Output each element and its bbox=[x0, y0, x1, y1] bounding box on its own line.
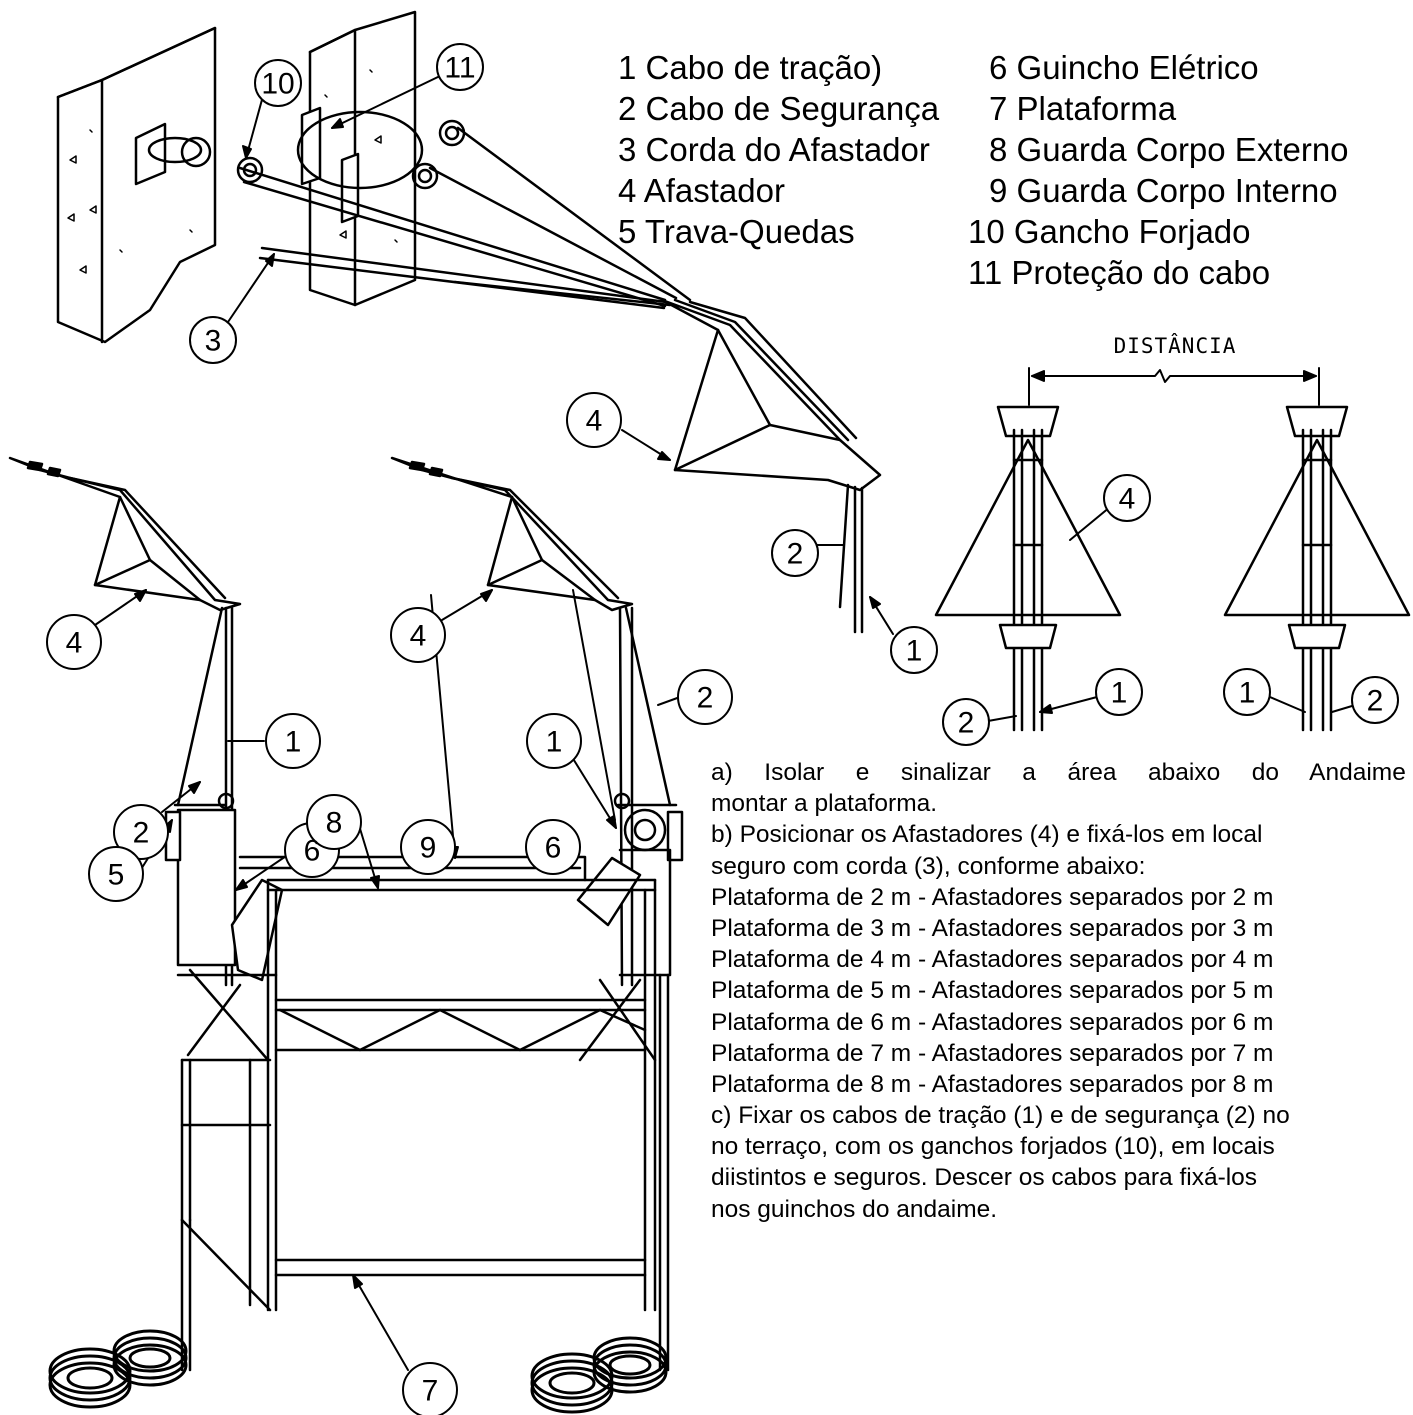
legend-item-4: 4 Afastador bbox=[618, 172, 785, 209]
callout-2-right: 2 bbox=[697, 682, 714, 715]
front-outrigger-right bbox=[1223, 405, 1411, 732]
callout-6-right: 6 bbox=[545, 832, 562, 865]
instruction-b-line2: seguro com corda (3), conforme abaixo: bbox=[711, 852, 1146, 880]
callout-2-top: 2 bbox=[787, 538, 804, 571]
legend-item-11: 11 Proteção do cabo bbox=[968, 254, 1271, 291]
callout-7: 7 bbox=[422, 1375, 439, 1408]
callout-4-right: 4 bbox=[410, 620, 427, 653]
callout-4-top: 4 bbox=[586, 405, 603, 438]
spacing-row-7m: Plataforma de 7 m - Afastadores separado… bbox=[711, 1039, 1274, 1067]
callout-11: 11 bbox=[444, 52, 475, 85]
spacing-row-3m: Plataforma de 3 m - Afastadores separado… bbox=[711, 914, 1274, 942]
legend-item-3: 3 Corda do Afastador bbox=[618, 131, 930, 168]
callout-3: 3 bbox=[205, 325, 222, 358]
spacing-row-2m: Plataforma de 2 m - Afastadores separado… bbox=[711, 883, 1274, 911]
callout-1-top: 1 bbox=[906, 635, 923, 668]
callout-1-right: 1 bbox=[546, 726, 563, 759]
instruction-c-line4: nos guinchos do andaime. bbox=[711, 1195, 998, 1223]
legend-item-10: 10 Gancho Forjado bbox=[968, 213, 1251, 250]
callout-2-front-right: 2 bbox=[1367, 685, 1384, 718]
callout-9: 9 bbox=[420, 832, 437, 865]
legend-left: 1 Cabo de tração) 2 Cabo de Segurança 3 … bbox=[618, 47, 939, 252]
callout-1-front-left: 1 bbox=[1111, 677, 1128, 710]
callout-6-left: 6 bbox=[304, 835, 321, 868]
spacing-row-4m: Plataforma de 4 m - Afastadores separado… bbox=[711, 946, 1274, 974]
instruction-b-line1: b) Posicionar os Afastadores (4) e fixá-… bbox=[711, 821, 1263, 849]
legend-item-1: 1 Cabo de tração) bbox=[618, 49, 883, 86]
wall-detail bbox=[56, 10, 692, 344]
instruction-c-line2: no terraço, com os ganchos forjados (10)… bbox=[711, 1133, 1275, 1161]
callout-4-front: 4 bbox=[1119, 483, 1136, 516]
legend-item-8: 8 Guarda Corpo Externo bbox=[989, 131, 1349, 168]
legend-item-7: 7 Plataforma bbox=[989, 90, 1177, 127]
callout-1-left: 1 bbox=[285, 726, 302, 759]
dimension-label: DISTÂNCIA bbox=[1114, 333, 1237, 358]
callout-2-left: 2 bbox=[133, 817, 150, 850]
instruction-a-line2: montar a plataforma. bbox=[711, 790, 938, 818]
dimension-line bbox=[1028, 367, 1320, 406]
spacing-row-8m: Plataforma de 8 m - Afastadores separado… bbox=[711, 1070, 1274, 1098]
legend-item-2: 2 Cabo de Segurança bbox=[618, 90, 940, 127]
callout-4-left: 4 bbox=[66, 627, 83, 660]
cable-coils bbox=[48, 1329, 668, 1414]
legend-item-6: 6 Guincho Elétrico bbox=[989, 49, 1259, 86]
callout-circles bbox=[46, 43, 1399, 1415]
instructions: a) Isolar e sinalizar a área abaixo do A… bbox=[711, 757, 1413, 1225]
legend-right: 6 Guincho Elétrico 7 Plataforma 8 Guarda… bbox=[968, 47, 1349, 293]
callout-2-front-left: 2 bbox=[958, 707, 975, 740]
instruction-a-line1: a) Isolar e sinalizar a área abaixo do A… bbox=[711, 759, 1413, 786]
callout-1-front-right: 1 bbox=[1239, 677, 1256, 710]
top-outrigger bbox=[660, 298, 882, 634]
callout-10: 10 bbox=[261, 68, 294, 101]
instruction-c-line1: c) Fixar os cabos de tração (1) e de seg… bbox=[711, 1102, 1290, 1130]
spacing-row-5m: Plataforma de 5 m - Afastadores separado… bbox=[711, 977, 1274, 1005]
callout-5: 5 bbox=[108, 859, 125, 892]
legend-item-5: 5 Trava-Quedas bbox=[618, 213, 855, 250]
spacing-row-6m: Plataforma de 6 m - Afastadores separado… bbox=[711, 1008, 1274, 1036]
front-outrigger-left bbox=[934, 405, 1122, 732]
legend-item-9: 9 Guarda Corpo Interno bbox=[989, 172, 1338, 209]
right-outrigger bbox=[390, 456, 672, 987]
callout-8: 8 bbox=[326, 807, 343, 840]
instruction-c-line3: diistintos e seguros. Descer os cabos pa… bbox=[711, 1164, 1258, 1192]
